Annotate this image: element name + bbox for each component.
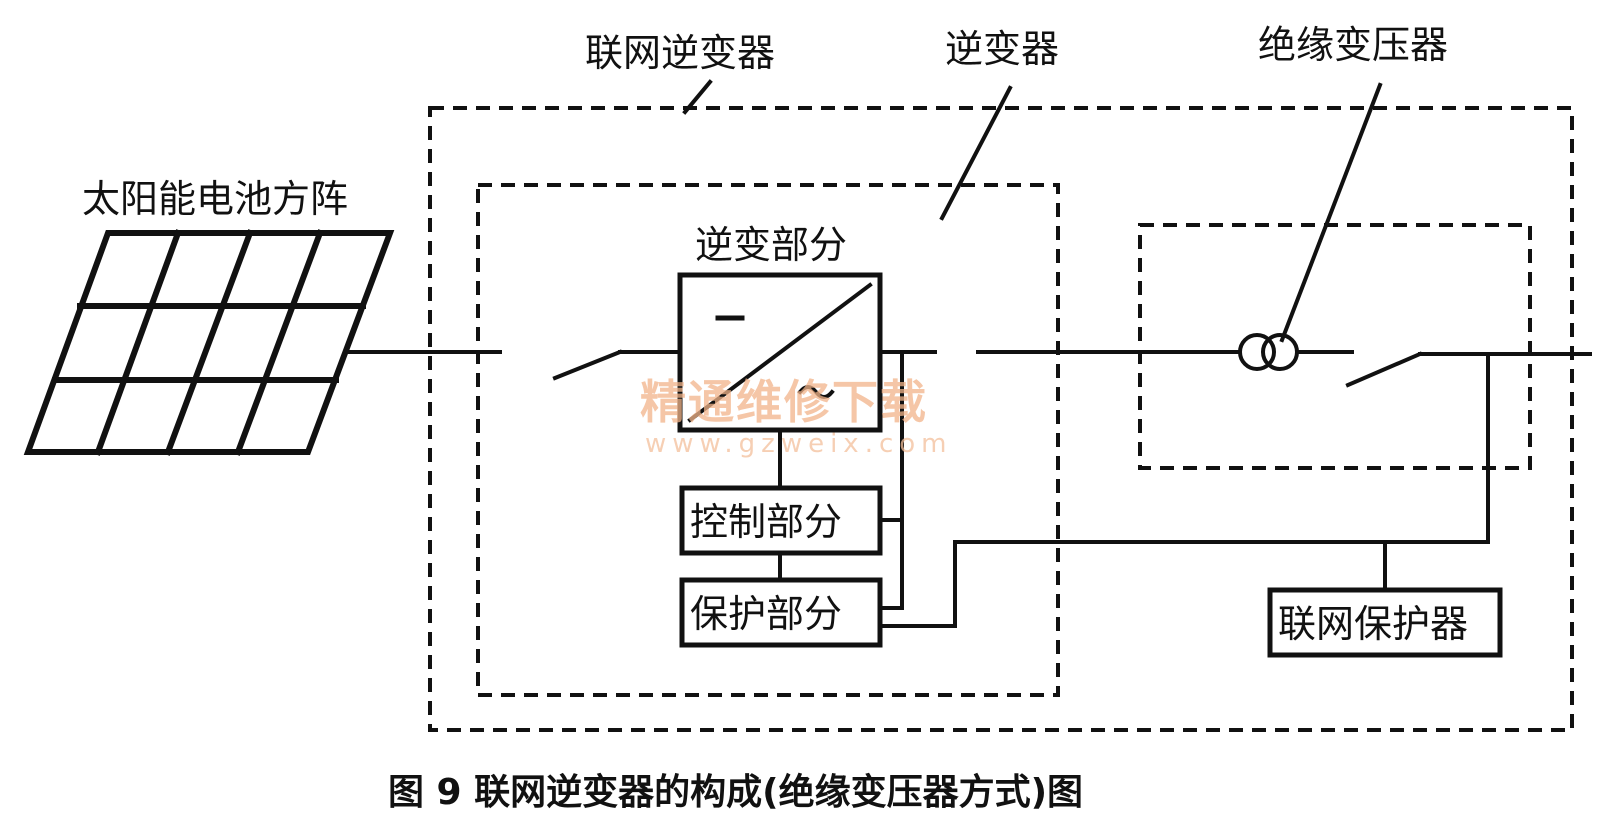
transformer-leader — [1279, 82, 1383, 343]
ac-symbol-icon — [797, 385, 835, 399]
transformer-symbol-icon — [1238, 333, 1299, 371]
isolation-transformer-label: 绝缘变压器 — [1258, 23, 1448, 67]
watermark-url: www.gzweix.com — [645, 429, 953, 459]
grid-protector-block — [1267, 587, 1503, 658]
grid-inverter-boundary — [428, 106, 1574, 732]
control-section-label: 控制部分 — [690, 500, 842, 544]
inverter-label: 逆变器 — [945, 27, 1059, 71]
transformer-boundary — [1138, 223, 1532, 470]
protection-section-label: 保护部分 — [690, 592, 842, 636]
watermark-text: 精通维修下载 — [640, 375, 928, 429]
inverter-section-label: 逆变部分 — [695, 223, 847, 267]
ac-switch — [1345, 351, 1423, 388]
inverter-leader — [939, 85, 1013, 221]
solar-array-label: 太阳能电池方阵 — [82, 177, 348, 221]
protection-to-grid-bus — [878, 352, 1490, 628]
solar-panel — [23, 229, 395, 456]
figure-caption: 图 9 联网逆变器的构成(绝缘变压器方式)图 — [388, 771, 1083, 813]
control-section-block — [679, 485, 883, 556]
protection-section-block — [679, 577, 883, 648]
inverter-boundary — [476, 183, 1060, 697]
grid-inverter-label: 联网逆变器 — [585, 31, 775, 75]
grid-protector-label: 联网保护器 — [1278, 602, 1468, 646]
dc-switch — [552, 349, 623, 381]
grid-inverter-leader — [682, 79, 713, 115]
